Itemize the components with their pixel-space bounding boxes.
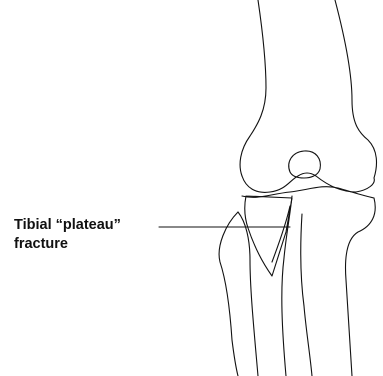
tibia-lateral-outline (346, 198, 376, 376)
fracture-fragment-outline (245, 196, 292, 276)
femur-shaft-medial-outline (240, 0, 266, 176)
annotation-label-line2: fracture (14, 235, 121, 254)
tibia-shaft-inner-line (301, 214, 312, 376)
tibia-medial-outline (282, 196, 292, 376)
fibula-outline-outer (219, 212, 238, 376)
fibula-outline-inner (238, 212, 258, 376)
patella-outline (289, 151, 321, 178)
annotation-label: Tibial “plateau” fracture (14, 216, 121, 254)
femur-shaft-lateral-outline (335, 0, 376, 178)
annotation-label-line1: Tibial “plateau” (14, 216, 121, 235)
